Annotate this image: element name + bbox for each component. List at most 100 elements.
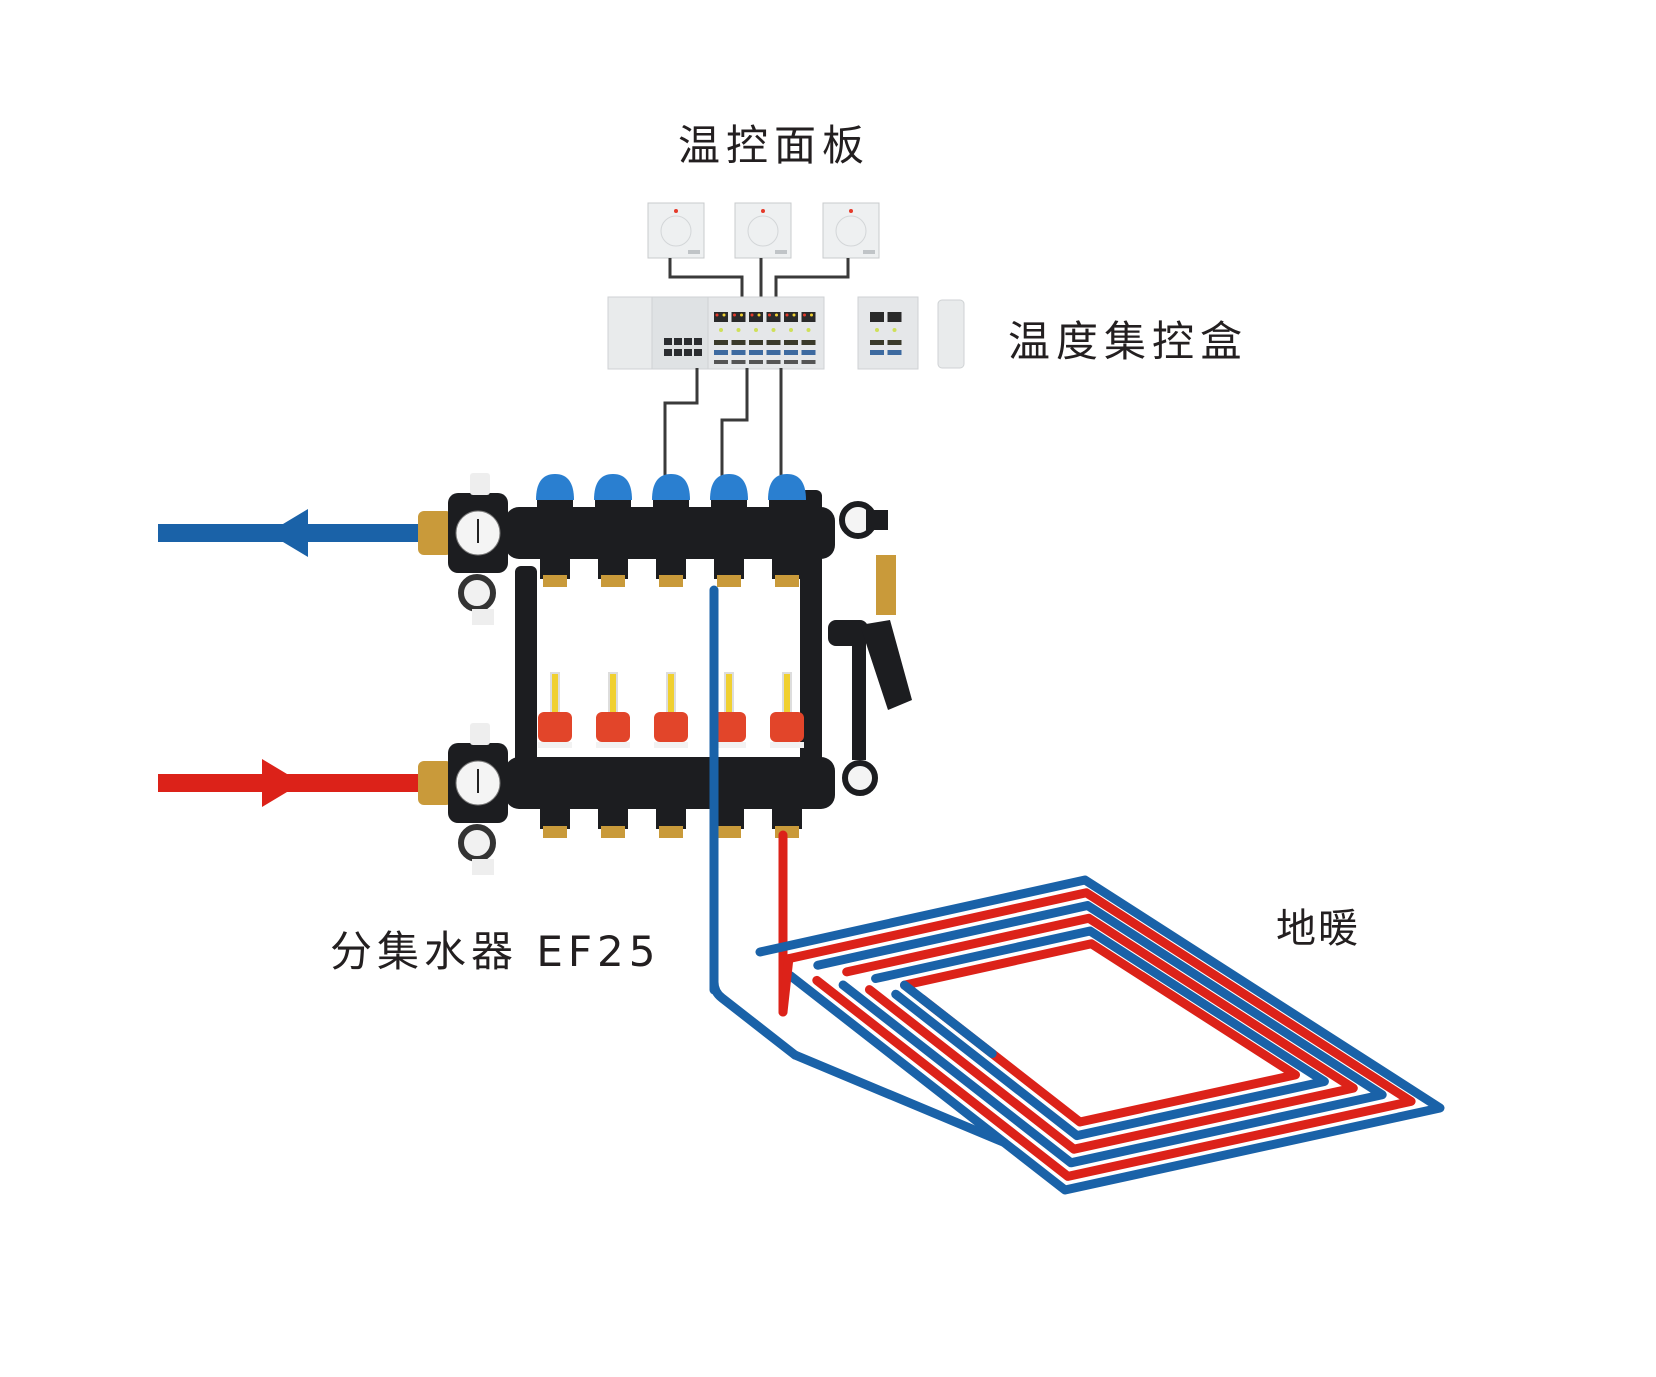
bypass-riser	[852, 640, 866, 760]
flowmeter-red-cap	[654, 712, 688, 742]
right-end-plug	[866, 510, 888, 530]
channel-led-yellow	[740, 313, 743, 317]
ext-channel-terminal-blue	[870, 350, 884, 355]
return-manifold-bar	[505, 507, 835, 559]
supply-loop-segment	[900, 939, 1300, 1127]
manifold-ef25	[418, 473, 912, 875]
return-air-vent	[470, 473, 490, 495]
control-box-extension-module	[857, 296, 919, 370]
channel-led-yellow	[757, 313, 761, 317]
channel-led-red	[750, 313, 754, 317]
channel-terminal-blue	[801, 350, 816, 355]
channel-led-red	[803, 313, 806, 317]
return-drain-cap	[472, 609, 494, 625]
ext-channel-display	[870, 312, 884, 322]
channel-terminal	[714, 340, 728, 345]
channel-terminal-bottom	[731, 360, 746, 364]
channel-terminal-bottom	[784, 360, 798, 364]
terminal	[664, 349, 672, 356]
channel-status-display	[801, 312, 816, 322]
terminal	[684, 349, 692, 356]
supply-brass-union	[418, 761, 452, 805]
flowmeter-red-cap	[538, 712, 572, 742]
channel-terminal-blue	[749, 350, 763, 355]
thermostat-panel	[734, 202, 792, 259]
channel-led-yellow	[792, 313, 796, 317]
wire-1	[668, 258, 744, 300]
channel-status-display	[714, 312, 728, 322]
manifold-right-bracket	[800, 490, 822, 780]
thermostat-panels	[647, 202, 880, 259]
channel-led-red	[768, 313, 771, 317]
control-box-power-module	[651, 296, 713, 370]
channel-led-red	[733, 313, 736, 317]
thermostat-indicator-led	[761, 209, 765, 213]
control-box-end-cap	[607, 296, 657, 370]
manifold-left-bracket	[515, 566, 537, 776]
channel-status-display	[766, 312, 781, 322]
supply-outlet	[772, 805, 802, 829]
flowmeter-ring	[654, 742, 688, 748]
center-turnaround	[900, 980, 997, 1059]
supply-outlet	[540, 805, 570, 829]
filter-inlet	[828, 620, 868, 646]
supply-drain-cap	[472, 859, 494, 875]
supply-outlet-fitting	[543, 826, 567, 838]
thermostat-wiring	[668, 258, 850, 300]
manifold-label: 分集水器 EF25	[330, 927, 661, 976]
terminal	[684, 338, 692, 345]
ext-channel-led	[875, 328, 879, 332]
supply-loop-segment	[784, 888, 1416, 1181]
channel-status-display	[784, 312, 798, 322]
ext-channel-terminal	[887, 340, 902, 345]
channel-led-red	[715, 313, 719, 317]
ext-channel-terminal-blue	[887, 350, 902, 355]
channel-led-green	[771, 328, 776, 332]
supply-lead-in	[778, 954, 794, 1017]
channel-terminal-blue	[714, 350, 728, 355]
channel-led-green	[719, 328, 723, 332]
actuator-blue-cap	[768, 474, 806, 500]
floor-heating-loop	[709, 585, 1445, 1195]
supply-outlet-fitting	[717, 826, 741, 838]
wire-b	[720, 368, 749, 480]
ext-channel-display	[887, 312, 902, 322]
channel-terminal-blue	[731, 350, 746, 355]
supply-outlet-fitting	[659, 826, 683, 838]
wire-a	[663, 368, 699, 480]
flowmeter-red-cap	[596, 712, 630, 742]
flow-arrows	[158, 509, 420, 807]
channel-led-red	[785, 313, 789, 317]
thermostat-dial	[660, 215, 692, 247]
flowmeter-tube	[782, 672, 792, 714]
supply-in-arrowhead	[262, 759, 302, 807]
terminal	[664, 338, 672, 345]
return-out-arrowhead	[268, 509, 308, 557]
channel-terminal	[766, 340, 781, 345]
bypass-bottom-valve	[842, 760, 878, 796]
return-drain-valve	[458, 574, 496, 612]
actuator-blue-cap	[594, 474, 632, 500]
flowmeter-ring	[596, 742, 630, 748]
thermostat-logo	[688, 250, 700, 254]
supply-loop-segment	[842, 913, 1358, 1154]
floor-heating-label: 地暖	[1276, 906, 1360, 952]
channel-terminal-bottom	[766, 360, 781, 364]
flowmeter-red-cap	[770, 712, 804, 742]
supply-outlet-fitting	[601, 826, 625, 838]
channel-terminal-blue	[784, 350, 798, 355]
return-loop-segment	[755, 875, 1445, 1195]
channel-terminal-blue	[766, 350, 781, 355]
actuator-wiring	[663, 368, 783, 480]
channel-led-yellow	[775, 313, 778, 317]
supply-air-vent	[470, 723, 490, 745]
control-box-label: 温度集控盒	[1008, 317, 1249, 366]
return-outlet-fitting	[601, 575, 625, 587]
flowmeter-tube	[550, 672, 560, 714]
ext-channel-led	[892, 328, 897, 332]
channel-terminal	[801, 340, 816, 345]
supply-outlet	[598, 805, 628, 829]
channel-status-display	[749, 312, 763, 322]
thermostat-panel-label: 温控面板	[678, 121, 871, 170]
